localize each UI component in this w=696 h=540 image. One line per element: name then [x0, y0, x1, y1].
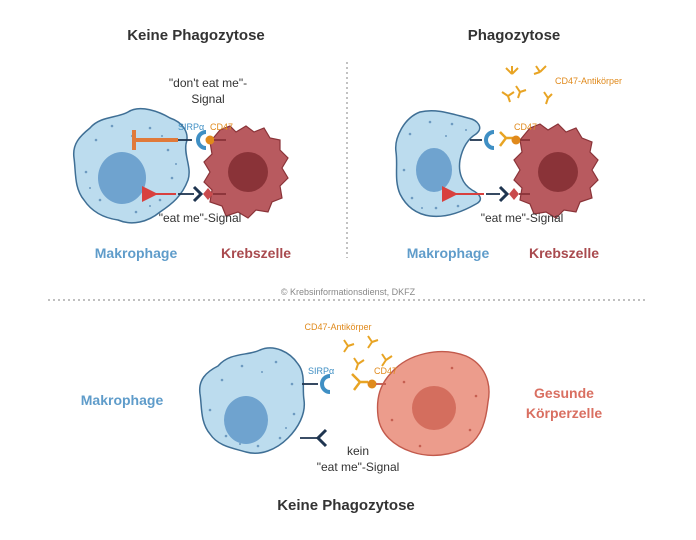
macrophage-nucleus: [98, 152, 146, 204]
copyright-notice: © Krebsinformationsdienst, DKFZ: [281, 287, 416, 297]
eat-me-receptor-icon-top-right: [498, 185, 510, 203]
eat-me-receptor-icon-bottom: [315, 428, 328, 448]
free-antibodies-bottom: [343, 335, 393, 371]
macrophage-label-bottom: Makrophage: [81, 392, 164, 408]
bound-antibody-icon-bottom: [351, 373, 368, 391]
panel-title-top-left: Keine Phagozytose: [127, 27, 265, 44]
eat-me-ligand-icon: [203, 188, 213, 200]
sirp-receptor-icon-top-right: [484, 130, 495, 150]
sirp-label-top-left: SIRPα: [178, 122, 204, 132]
cancer-nucleus-top-right: [538, 152, 578, 192]
cd47-label-top-left: CD47: [210, 122, 233, 132]
dont-eat-me-label-line1: "don't eat me"-: [169, 76, 247, 90]
cd47-label-bottom: CD47: [374, 366, 397, 376]
macrophage-label-top-right: Makrophage: [407, 245, 490, 261]
cd47-label-top-right: CD47: [514, 122, 537, 132]
cancer-cell-label-top-left: Krebszelle: [221, 245, 291, 261]
healthy-cell-nucleus: [412, 386, 456, 430]
panel-top-left: Keine Phagozytose "don't eat me"- Signal…: [72, 27, 291, 261]
sirp-receptor-icon-bottom: [320, 374, 331, 394]
no-signal-label-line1: kein: [347, 444, 369, 458]
panel-top-right: Phagozytose CD47-Antikörper CD47: [395, 27, 622, 261]
healthy-cell-label-line1: Gesunde: [534, 385, 594, 401]
eat-me-receptor-icon: [192, 185, 204, 203]
eat-me-label-top-right: "eat me"-Signal: [481, 211, 564, 225]
dont-eat-me-label-line2: Signal: [191, 92, 224, 106]
panel-title-top-right: Phagozytose: [468, 27, 561, 44]
macrophage-granules-engulfing: [402, 120, 467, 210]
cd47-ligand-icon-bottom: [367, 379, 377, 389]
cancer-nucleus: [228, 152, 268, 192]
no-signal-label-line2: "eat me"-Signal: [317, 460, 400, 474]
eat-me-ligand-icon-top-right: [509, 188, 519, 200]
antibody-label-bottom: CD47-Antikörper: [304, 322, 371, 332]
panel-title-bottom: Keine Phagozytose: [277, 497, 415, 514]
macrophage-nucleus-engulfing: [416, 148, 452, 192]
sirp-receptor-icon: [196, 130, 207, 150]
cd47-ligand-icon: [205, 135, 215, 145]
healthy-cell-granules: [390, 366, 478, 448]
macrophage-granules-bottom: [208, 360, 296, 448]
macrophage-granules: [84, 124, 177, 214]
macrophage-nucleus-bottom: [224, 396, 268, 444]
healthy-cell-label-line2: Körperzelle: [526, 405, 602, 421]
cd47-ligand-icon-top-right: [511, 135, 521, 145]
free-antibodies-top-right: [501, 65, 553, 105]
macrophage-label-top-left: Makrophage: [95, 245, 178, 261]
sirp-label-bottom: SIRPα: [308, 366, 334, 376]
antibody-label-top-right: CD47-Antikörper: [555, 76, 622, 86]
cancer-cell-label-top-right: Krebszelle: [529, 245, 599, 261]
eat-me-label-top-left: "eat me"-Signal: [159, 211, 242, 225]
panel-bottom: CD47-Antikörper SIRPα CD47: [81, 322, 603, 514]
